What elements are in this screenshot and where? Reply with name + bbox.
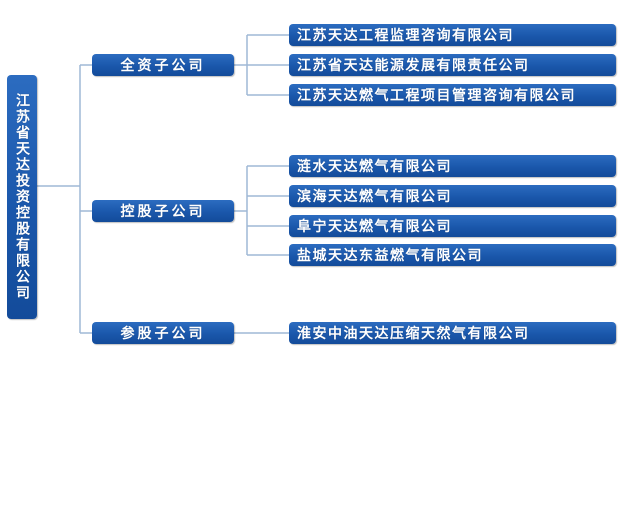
company-node: 盐城天达东益燃气有限公司 [289,244,616,266]
company-node: 江苏省天达能源发展有限责任公司 [289,54,616,76]
root-company-node: 江苏省天达投资控股有限公司 [7,75,37,319]
company-node: 滨海天达燃气有限公司 [289,185,616,207]
company-node: 涟水天达燃气有限公司 [289,155,616,177]
company-node: 江苏天达燃气工程项目管理咨询有限公司 [289,84,616,106]
category-wholly-owned: 全资子公司 [92,54,234,76]
company-node: 淮安中油天达压缩天然气有限公司 [289,322,616,344]
category-holding: 控股子公司 [92,200,234,222]
company-node: 江苏天达工程监理咨询有限公司 [289,24,616,46]
company-node: 阜宁天达燃气有限公司 [289,215,616,237]
category-participating: 参股子公司 [92,322,234,344]
